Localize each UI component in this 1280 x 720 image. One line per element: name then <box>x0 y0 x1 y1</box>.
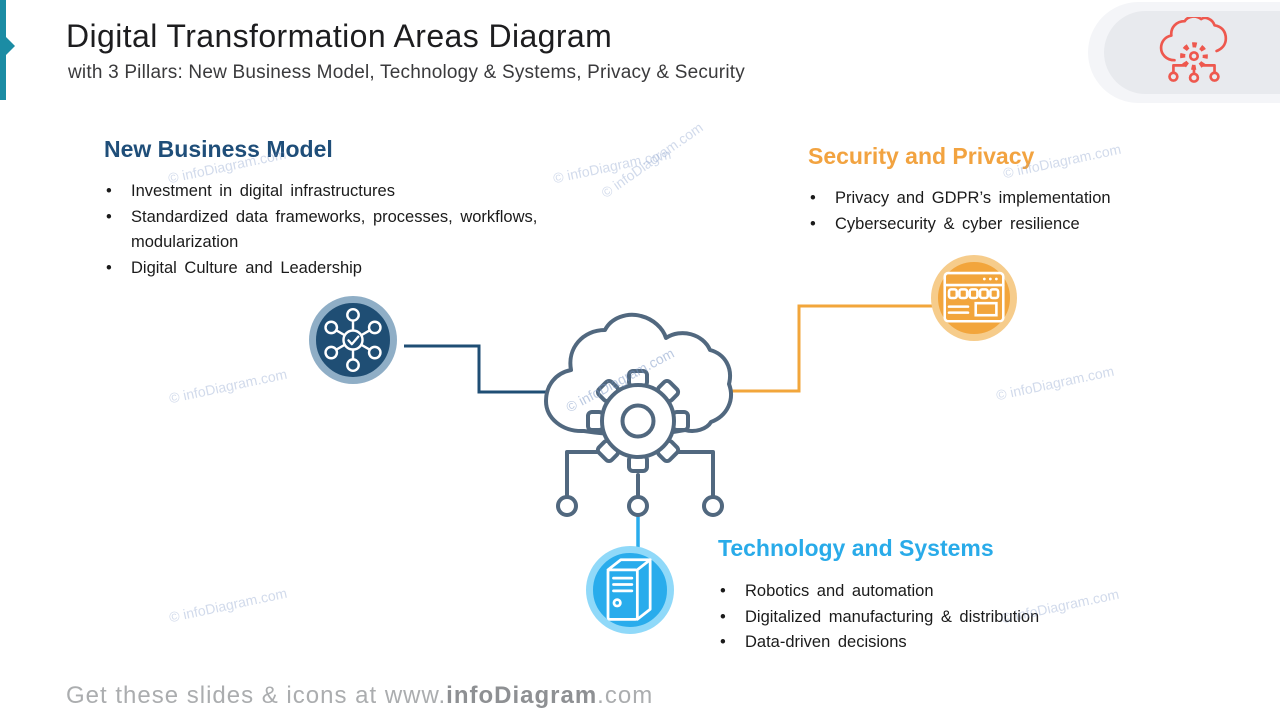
browser-window-icon <box>943 271 1005 323</box>
bullet-list-security-privacy: Privacy and GDPR’s implementation Cybers… <box>808 186 1228 237</box>
teal-accent-bar <box>0 0 6 100</box>
hub-network-icon <box>324 307 382 373</box>
technology-systems-node <box>586 546 674 634</box>
bullet-list-new-business-model: Investment in digital infrastructures St… <box>104 179 609 281</box>
teal-accent-arrow-icon <box>5 36 15 56</box>
section-title-technology-systems: Technology and Systems <box>718 535 994 561</box>
footer-brand: infoDiagram <box>446 682 598 709</box>
bullet-item: Cybersecurity & cyber resilience <box>808 212 1228 238</box>
footer-text: Get these slides & icons at www. <box>66 682 447 709</box>
bullet-item: Privacy and GDPR’s implementation <box>808 186 1228 212</box>
bullet-item: Digital Culture and Leadership <box>104 256 609 282</box>
bullet-item: Standardized data frameworks, processes,… <box>104 205 609 256</box>
bullet-item: Robotics and automation <box>718 579 1158 605</box>
bullet-item: Data-driven decisions <box>718 630 1158 656</box>
bullet-list-technology-systems: Robotics and automation Digitalized manu… <box>718 579 1158 656</box>
cloud-gear-icon <box>1158 15 1232 92</box>
bullet-item: Digitalized manufacturing & distribution <box>718 605 1158 631</box>
section-title-security-privacy: Security and Privacy <box>808 143 1035 169</box>
server-icon <box>606 558 652 621</box>
orange-connector-line <box>712 304 945 393</box>
bullet-item: Investment in digital infrastructures <box>104 179 609 205</box>
cloud-gear-icon <box>544 312 733 517</box>
section-title-new-business-model: New Business Model <box>104 136 333 162</box>
slide-title: Digital Transformation Areas Diagram <box>66 18 613 54</box>
navy-connector-line <box>404 344 560 394</box>
footer-promo: Get these slides & icons at www.infoDiag… <box>66 682 653 710</box>
business-model-node <box>309 296 397 384</box>
security-privacy-node <box>931 255 1017 341</box>
slide-subtitle: with 3 Pillars: New Business Model, Tech… <box>68 62 745 83</box>
footer-text-suffix: .com <box>597 682 654 709</box>
